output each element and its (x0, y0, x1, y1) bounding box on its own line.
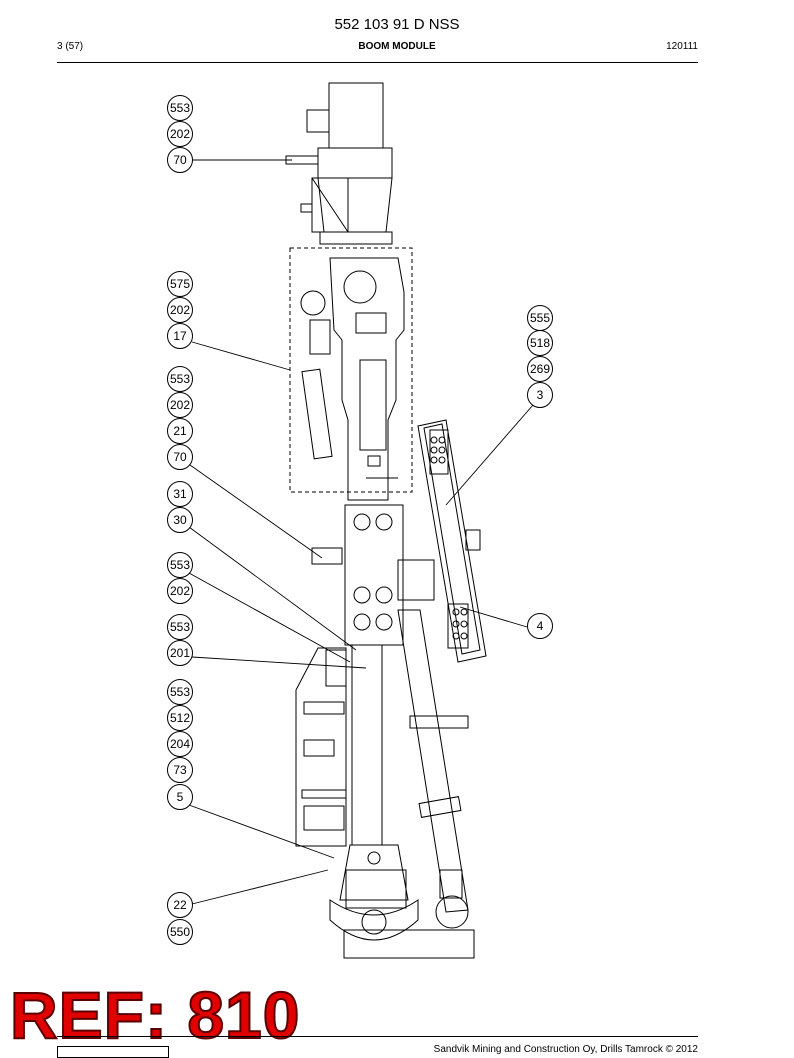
upper-arm (300, 257, 405, 501)
callout-73: 73 (167, 757, 193, 783)
section-title: BOOM MODULE (358, 41, 436, 52)
callout-17: 17 (167, 323, 193, 349)
callout-550: 550 (167, 919, 193, 945)
footer-copyright: Sandvik Mining and Construction Oy, Dril… (433, 1044, 698, 1055)
hydraulic-cylinder (397, 559, 469, 929)
callout-575: 575 (167, 271, 193, 297)
feed-rail (417, 419, 487, 663)
callout-269: 269 (527, 356, 553, 382)
callout-555: 555 (527, 305, 553, 331)
callout-553: 553 (167, 95, 193, 121)
detail-boundary (289, 247, 413, 493)
callout-518: 518 (527, 330, 553, 356)
callout-553: 553 (167, 366, 193, 392)
reference-stamp: REF: 810 (9, 978, 301, 1052)
callout-553: 553 (167, 552, 193, 578)
callout-70: 70 (167, 444, 193, 470)
footer-rule (57, 1036, 698, 1037)
leader-lines (188, 159, 534, 905)
callout-22: 22 (167, 892, 193, 918)
callout-202: 202 (167, 392, 193, 418)
callout-70: 70 (167, 147, 193, 173)
central-boom (329, 504, 475, 959)
callout-202: 202 (167, 297, 193, 323)
revision-date: 120111 (666, 41, 698, 52)
callout-202: 202 (167, 121, 193, 147)
document-title: 552 103 91 D NSS (334, 16, 460, 33)
callout-3: 3 (527, 382, 553, 408)
page-number: 3 (57) (57, 41, 84, 52)
callout-4: 4 (527, 613, 553, 639)
callout-201: 201 (167, 640, 193, 666)
callout-21: 21 (167, 418, 193, 444)
callout-553: 553 (167, 679, 193, 705)
callout-553: 553 (167, 614, 193, 640)
callout-512: 512 (167, 705, 193, 731)
callout-30: 30 (167, 507, 193, 533)
header-rule (57, 62, 698, 63)
callout-202: 202 (167, 578, 193, 604)
callout-204: 204 (167, 731, 193, 757)
valve-panel (295, 547, 347, 847)
callout-31: 31 (167, 481, 193, 507)
company-logo (57, 1046, 169, 1058)
rotation-unit (285, 82, 393, 245)
callout-5: 5 (167, 784, 193, 810)
